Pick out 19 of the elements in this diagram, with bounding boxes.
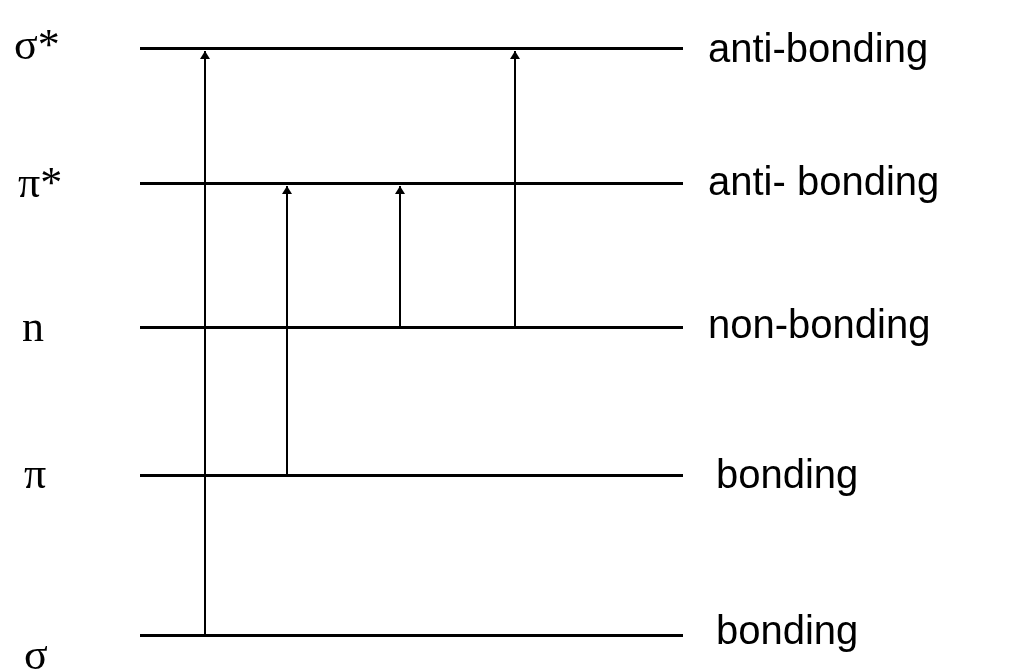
- arrow: [282, 185, 292, 476]
- orbital-symbol: π: [24, 449, 47, 499]
- energy-level-line: [140, 326, 683, 329]
- energy-level-line: [140, 47, 683, 50]
- energy-level-line: [140, 474, 683, 477]
- orbital-type-label: bonding: [716, 451, 859, 497]
- orbital-symbol: σ: [24, 630, 48, 672]
- orbital-symbol: σ*: [14, 20, 60, 70]
- orbital-symbol: π*: [18, 158, 63, 208]
- orbital-type-label: bonding: [716, 607, 859, 653]
- arrow: [395, 185, 405, 328]
- arrow: [510, 50, 520, 328]
- orbital-type-label: anti- bonding: [708, 158, 940, 204]
- arrow: [200, 50, 210, 636]
- orbital-type-label: anti-bonding: [708, 25, 929, 71]
- orbital-type-label: non-bonding: [708, 301, 931, 347]
- energy-level-line: [140, 182, 683, 185]
- energy-level-line: [140, 634, 683, 637]
- orbital-symbol: n: [22, 302, 44, 352]
